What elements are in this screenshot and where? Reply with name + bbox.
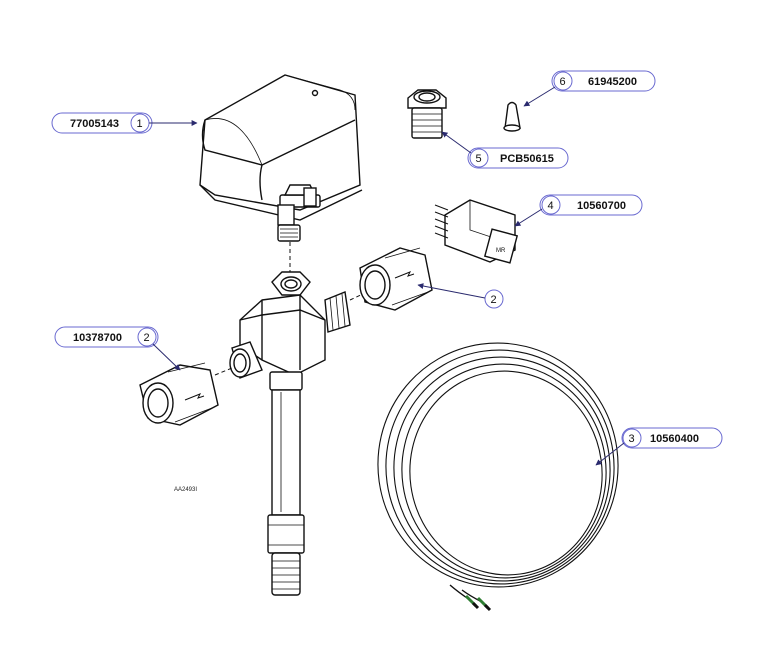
callout-1-part-number: 77005143: [70, 118, 119, 130]
callout-1: 77005143 1: [51, 112, 198, 134]
timer-module: MR: [434, 199, 519, 264]
bushing: [407, 89, 447, 139]
dashed-assembly-line: [349, 292, 366, 301]
drawing-code: AA2493I: [174, 487, 197, 493]
callout-6: 6 61945200: [523, 70, 656, 107]
snubber-fitting-right: [359, 247, 433, 311]
dashed-assembly-line: [214, 367, 233, 376]
wire-nut: [503, 101, 521, 132]
coiled-tubing: [377, 342, 619, 612]
snubber-fitting-left: [139, 362, 219, 426]
callout-6-part-number: 61945200: [588, 76, 637, 88]
callout-5-part-number: PCB50615: [500, 153, 554, 165]
callout-1-item-number: 1: [137, 118, 143, 130]
callout-2-left: 10378700 2: [54, 326, 181, 371]
callout-3-item-number: 3: [629, 433, 635, 445]
callout-4: 4 10560700: [514, 194, 643, 227]
callout-6-item-number: 6: [560, 76, 566, 88]
svg-text:MR: MR: [496, 248, 506, 254]
callout-5-item-number: 5: [476, 153, 482, 165]
pressure-switch-housing: [199, 74, 363, 242]
callout-5: 5 PCB50615: [441, 131, 569, 169]
callout-4-part-number: 10560700: [577, 200, 626, 212]
callout-2-part-number: 10378700: [73, 332, 122, 344]
callout-3-part-number: 10560400: [650, 433, 699, 445]
callout-2-item-number: 2: [144, 332, 150, 344]
callout-2-right: 2: [417, 283, 504, 309]
tee-fitting: [229, 271, 351, 596]
callout-4-item-number: 4: [548, 200, 554, 212]
callout-2b-item-number: 2: [491, 294, 497, 306]
callout-3: 3 10560400: [595, 427, 723, 466]
